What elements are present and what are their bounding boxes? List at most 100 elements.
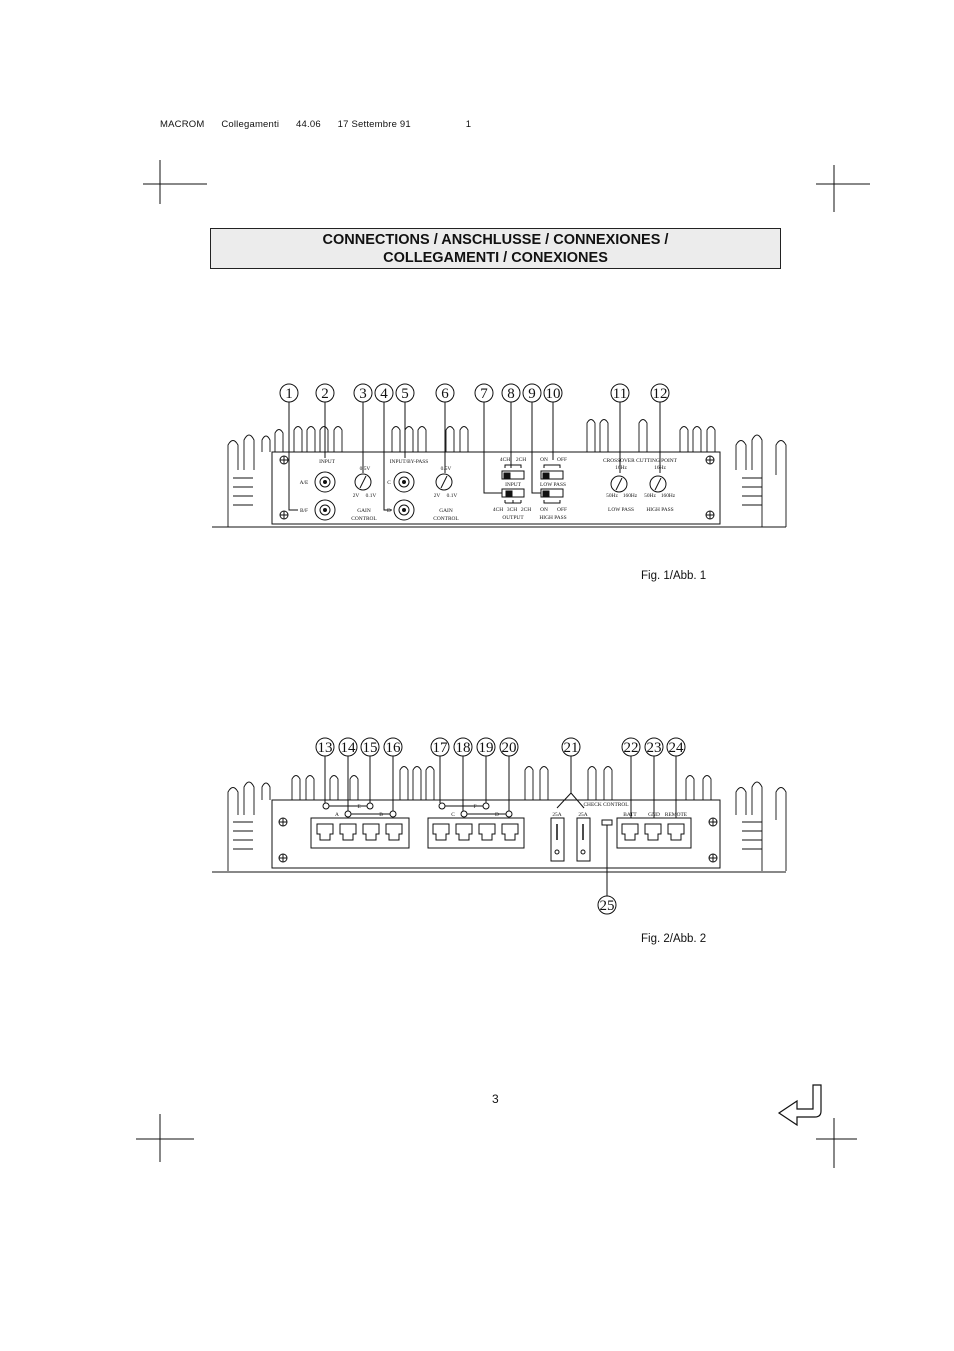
- label-input-switch: INPUT: [505, 482, 522, 488]
- label-c: C: [387, 480, 391, 486]
- fig2-leader-lines: [324, 756, 677, 896]
- label-d: D: [495, 812, 499, 818]
- fig1-dip-switches: [501, 464, 564, 504]
- label-output-switch: OUTPUT: [502, 515, 524, 521]
- gain-knob-1: [354, 473, 372, 491]
- label-f: F: [474, 804, 477, 810]
- label-gain-2: GAIN: [439, 508, 453, 514]
- callout-7: 7: [480, 386, 488, 402]
- label-2ch-out: 2CH: [521, 507, 531, 513]
- fig2-rear-panel: [271, 799, 721, 869]
- figure-1-caption: Fig. 1/Abb. 1: [641, 570, 707, 582]
- rca-jack-d: [393, 499, 415, 521]
- fuse-2: [576, 817, 591, 862]
- label-01v-a: 0.1V: [366, 493, 377, 499]
- return-arrow-icon[interactable]: [775, 1083, 835, 1133]
- fig1-leader-lines: [288, 402, 661, 511]
- label-batt: BATT: [623, 812, 637, 818]
- crossover-knob-high-pass: [649, 475, 667, 493]
- callout-4: 4: [380, 386, 388, 402]
- callout-1: 1: [285, 386, 293, 402]
- document-header: MACROM Collegamenti 44.06 17 Settembre 9…: [160, 119, 485, 130]
- title-line-1: CONNECTIONS / ANSCHLUSSE / CONNEXIONES /: [322, 232, 669, 248]
- callout-10: 10: [546, 386, 561, 402]
- callout-13: 13: [318, 740, 333, 756]
- fuse-1: [550, 817, 565, 862]
- label-high-pass-switch: HIGH PASS: [539, 515, 566, 521]
- header-section: Collegamenti: [221, 119, 280, 130]
- callout-9: 9: [528, 386, 536, 402]
- fig2-callout-numbers: 13 14 15 16 17 18 19 20 21 22 23 24 25: [318, 740, 685, 914]
- label-b: B: [379, 812, 383, 818]
- callout-5: 5: [401, 386, 409, 402]
- label-control-1: CONTROL: [351, 516, 376, 522]
- label-remote: REMOTE: [665, 812, 688, 818]
- label-a: A: [335, 812, 339, 818]
- label-c: C: [451, 812, 455, 818]
- label-50hz-a: 50Hz: [606, 493, 618, 499]
- label-input: INPUT: [319, 459, 336, 465]
- input-mode-switch: [501, 470, 525, 480]
- label-gain-1: GAIN: [357, 508, 371, 514]
- speaker-terminal-block-ab: [310, 817, 410, 849]
- label-05v-b: 0.5V: [441, 466, 452, 472]
- header-date: 17 Settembre 91: [337, 119, 411, 130]
- fig1-mounting-screws: [279, 455, 715, 520]
- label-low-pass: LOW PASS: [608, 507, 634, 513]
- label-50hz-b: 50Hz: [644, 493, 656, 499]
- label-fuse-1: 25A: [552, 812, 561, 818]
- label-160hz-b: 160Hz: [661, 493, 676, 499]
- callout-21: 21: [564, 740, 579, 756]
- label-05v-a: 0.5V: [360, 466, 371, 472]
- callout-20: 20: [502, 740, 517, 756]
- figure-2-caption: Fig. 2/Abb. 2: [641, 933, 707, 945]
- label-on-hp: ON: [540, 507, 548, 513]
- callout-19: 19: [479, 740, 494, 756]
- fig2-mounting-screws: [278, 817, 718, 863]
- label-on-lp: ON: [540, 457, 548, 463]
- callout-11: 11: [613, 386, 627, 402]
- label-low-pass-switch: LOW PASS: [540, 482, 566, 488]
- label-check-control: CHECK CONTROL: [583, 802, 628, 808]
- label-off-hp: OFF: [557, 507, 567, 513]
- callout-2: 2: [321, 386, 329, 402]
- rca-jack-bf: [314, 499, 336, 521]
- low-pass-switch: [540, 470, 564, 480]
- label-d: D: [387, 508, 391, 514]
- label-4ch-out: 4CH: [493, 507, 503, 513]
- callout-16: 16: [386, 740, 402, 756]
- callout-23: 23: [647, 740, 662, 756]
- label-16hz-a: 16Hz: [615, 465, 627, 471]
- callout-15: 15: [363, 740, 378, 756]
- callout-22: 22: [624, 740, 639, 756]
- fig1-panel-labels: INPUT INPUT/BY-PASS A/E B/F C D 0.5V 2V …: [300, 457, 678, 522]
- section-title-box: CONNECTIONS / ANSCHLUSSE / CONNEXIONES /…: [210, 228, 781, 269]
- label-2ch-in: 2CH: [516, 457, 526, 463]
- label-e: E: [357, 804, 361, 810]
- label-2v-b: 2V: [434, 493, 441, 499]
- callout-3: 3: [359, 386, 367, 402]
- title-line-2: COLLEGAMENTI / CONEXIONES: [383, 250, 608, 266]
- speaker-terminal-block-cd: [427, 817, 525, 849]
- label-high-pass: HIGH PASS: [646, 507, 673, 513]
- fig1-heatsink-fins: [227, 419, 787, 527]
- callout-17: 17: [433, 740, 449, 756]
- label-off-lp: OFF: [557, 457, 567, 463]
- label-gnd: GND: [648, 812, 660, 818]
- label-crossover: CROSSOVER CUTTING POINT: [603, 458, 678, 464]
- fig2-heatsink-fins: [227, 766, 787, 871]
- label-input-bypass: INPUT/BY-PASS: [390, 459, 428, 465]
- fig1-callout-numbers: 1 2 3 4 5 6 7 8 9 10 11 12: [285, 386, 667, 402]
- fig1-rca-inputs: [314, 471, 415, 521]
- gain-knob-2: [435, 473, 453, 491]
- rca-jack-c: [393, 471, 415, 493]
- page-number: 3: [492, 1092, 499, 1106]
- callout-14: 14: [341, 740, 357, 756]
- header-sheet: 1: [465, 119, 472, 130]
- label-01v-b: 0.1V: [447, 493, 458, 499]
